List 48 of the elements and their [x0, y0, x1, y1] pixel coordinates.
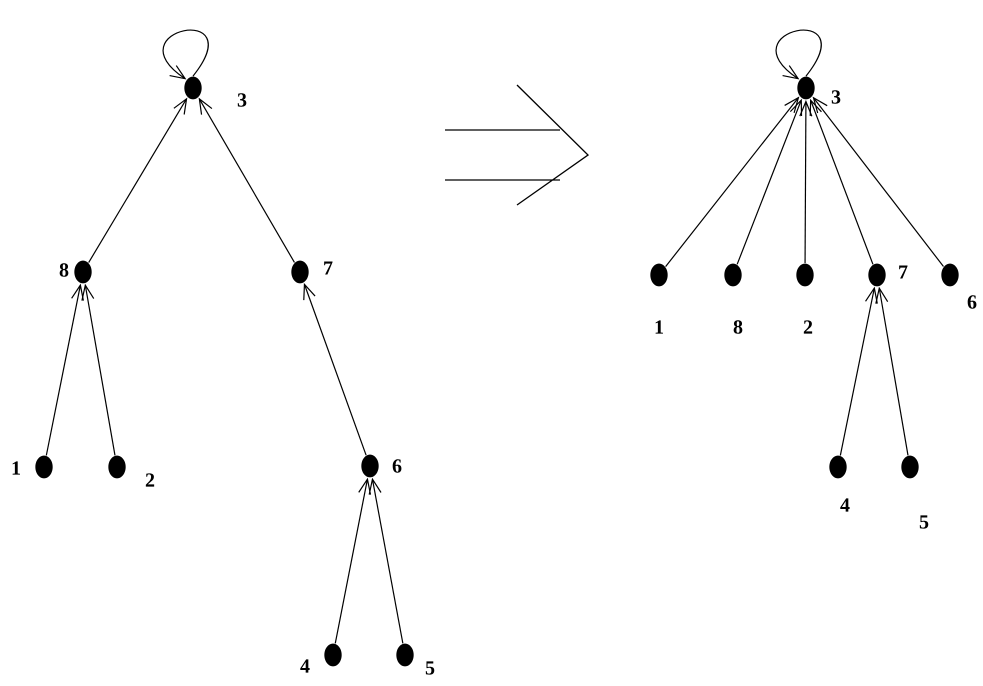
tree-node	[361, 454, 379, 478]
node-label: 7	[899, 265, 908, 279]
tree-node	[291, 260, 309, 284]
node-label: 8	[734, 320, 742, 334]
arrow	[334, 478, 372, 644]
tree-node	[74, 260, 92, 284]
arrow	[81, 284, 116, 456]
arrow	[799, 100, 812, 264]
tree-node	[35, 456, 53, 478]
arrow	[875, 286, 909, 456]
tree-node	[108, 456, 126, 478]
node-label: 3	[238, 93, 246, 107]
tree-node	[868, 264, 886, 286]
node-label: 5	[426, 661, 434, 675]
tree-node	[829, 456, 847, 478]
arrow	[162, 30, 209, 80]
arrow	[776, 30, 822, 80]
tree-node	[184, 76, 202, 100]
node-label: 1	[656, 320, 663, 334]
arrow	[736, 98, 802, 265]
node-label: 4	[300, 659, 310, 673]
arrow	[198, 98, 295, 263]
arrow	[665, 96, 800, 267]
node-label: 8	[60, 263, 68, 277]
tree-node	[797, 76, 815, 100]
arrow	[810, 98, 874, 264]
tree-node	[324, 644, 342, 666]
node-label: 7	[324, 261, 333, 275]
tree-node	[650, 264, 668, 286]
node-label: 6	[392, 459, 402, 473]
node-label: 1	[12, 461, 20, 475]
arrow	[303, 282, 367, 456]
arrow	[840, 286, 878, 456]
node-label: 5	[920, 515, 928, 529]
arrow	[88, 97, 188, 263]
arrow	[46, 284, 84, 456]
tree-node	[796, 264, 814, 286]
node-label: 4	[840, 498, 850, 512]
tree-node	[724, 264, 742, 286]
tree-node	[901, 456, 919, 478]
node-label: 6	[968, 295, 976, 309]
arrow	[812, 96, 944, 267]
arrow	[368, 478, 404, 644]
node-label: 2	[804, 320, 812, 334]
tree-node	[941, 264, 959, 286]
node-label: 3	[832, 90, 840, 104]
node-label: 2	[146, 473, 154, 487]
tree-node	[396, 644, 414, 666]
